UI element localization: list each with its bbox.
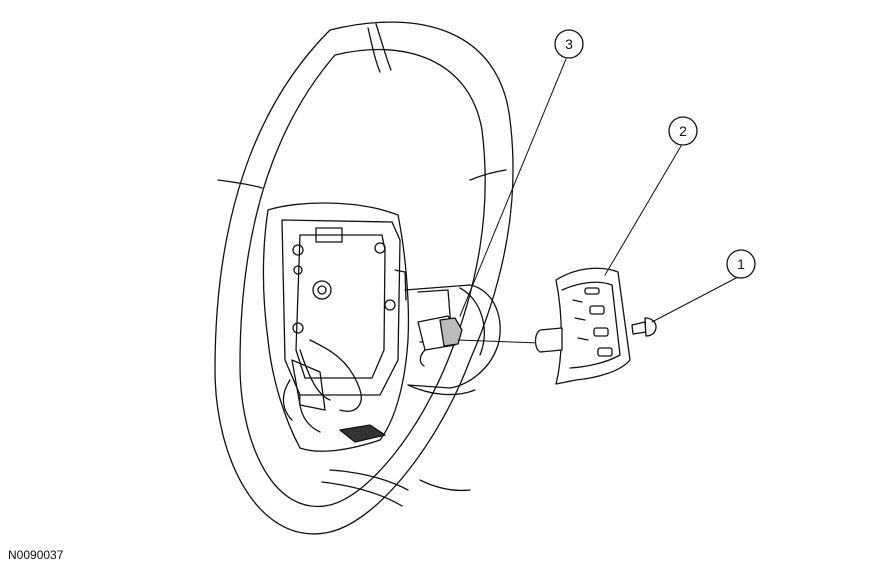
callout-3-label: 3 [565, 36, 573, 52]
callout-1-circle [726, 249, 756, 279]
wheel-hub [262, 202, 501, 452]
leader-line-1 [651, 276, 739, 323]
screw [631, 317, 657, 337]
callout-1-label: 1 [737, 256, 745, 272]
callout-2-circle [668, 116, 698, 146]
figure-reference-code: N0090037 [8, 548, 64, 562]
connector-lead-line [457, 339, 541, 344]
leader-line-3 [459, 58, 567, 317]
leader-line-2 [604, 145, 682, 276]
steering-wheel-switch [534, 267, 631, 385]
callout-3-circle [554, 29, 584, 59]
callout-2-label: 2 [679, 123, 687, 139]
